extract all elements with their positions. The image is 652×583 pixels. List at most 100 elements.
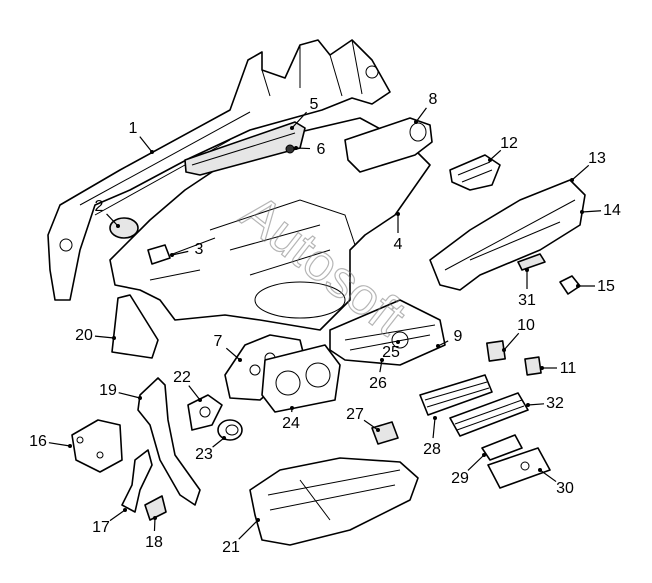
part-25-26-center-console (329, 299, 446, 366)
callout-7: 7 (214, 333, 242, 362)
callout-dot (396, 340, 400, 344)
callout-dot (570, 178, 574, 182)
callout-number: 13 (588, 150, 606, 167)
callout-dot (436, 344, 440, 348)
callout-dot (482, 453, 486, 457)
callout-number: 14 (603, 202, 621, 219)
callout-dot (580, 210, 584, 214)
callout-14: 14 (580, 202, 621, 219)
callout-number: 2 (95, 198, 104, 215)
callout-leader-line (48, 442, 71, 447)
callout-dot (540, 366, 544, 370)
callout-dot (238, 358, 242, 362)
callout-number: 31 (518, 292, 536, 309)
callout-18: 18 (145, 516, 163, 551)
callout-17: 17 (92, 508, 127, 536)
callout-leader-line (291, 111, 308, 129)
callout-number: 10 (517, 317, 535, 334)
callout-number: 29 (451, 470, 469, 487)
callout-leader-line (94, 335, 115, 339)
callout-dot (153, 516, 157, 520)
callout-number: 30 (556, 480, 574, 497)
callout-20: 20 (75, 327, 116, 344)
callout-number: 8 (429, 91, 438, 108)
part-17-bracket (121, 449, 153, 513)
callout-leader-line (295, 147, 311, 150)
callout-dot (123, 508, 127, 512)
callout-dot (380, 358, 384, 362)
callout-2: 2 (95, 198, 120, 228)
callout-leader-line (581, 210, 602, 213)
callout-leader-line (139, 136, 153, 153)
callout-dot (112, 336, 116, 340)
callout-dot (68, 444, 72, 448)
callout-leader-line (571, 164, 590, 181)
callout-22: 22 (173, 369, 202, 402)
callout-dot (376, 428, 380, 432)
callout-leader-line (527, 403, 545, 406)
callout-leader-line (467, 454, 485, 471)
callout-number: 4 (394, 236, 403, 253)
callout-leader-line (363, 419, 379, 431)
callout-dot (525, 268, 529, 272)
callout-leader-line (106, 213, 119, 227)
callout-dot (414, 120, 418, 124)
part-30-control-panel (487, 447, 551, 489)
part-32-vent (449, 392, 529, 437)
callout-number: 23 (195, 446, 213, 463)
callout-number: 26 (369, 375, 387, 392)
callout-dot (256, 518, 260, 522)
callout-number: 17 (92, 519, 110, 536)
callout-leader-line (489, 149, 502, 161)
callout-13: 13 (570, 150, 606, 182)
callout-24: 24 (282, 406, 300, 432)
callout-number: 3 (195, 241, 204, 258)
callout-number: 22 (173, 369, 191, 386)
callout-number: 16 (29, 433, 47, 450)
callout-dot (150, 150, 154, 154)
callout-number: 11 (560, 360, 577, 377)
callout-12: 12 (488, 135, 518, 162)
callout-leader-line (432, 417, 436, 439)
callout-6: 6 (294, 141, 326, 158)
part-12-vent (449, 154, 501, 191)
callout-19: 19 (99, 382, 142, 400)
part-23-knob (217, 419, 243, 441)
part-20-side-cover (111, 294, 159, 359)
callout-number: 20 (75, 327, 93, 344)
callout-leader-line (379, 359, 383, 373)
callout-leader-line (503, 332, 520, 351)
callout-number: 27 (346, 406, 364, 423)
callout-number: 1 (129, 120, 138, 137)
callout-dot (290, 406, 294, 410)
callout-11: 11 (540, 360, 576, 377)
part-21-glovebox (249, 457, 419, 546)
callout-dot (198, 398, 202, 402)
part-16-module (71, 419, 123, 473)
callout-number: 18 (145, 534, 163, 551)
callout-dot (433, 416, 437, 420)
part-8-top-cover (344, 117, 433, 173)
callout-number: 6 (317, 141, 326, 158)
part-18-plate (144, 495, 167, 521)
callout-dot (294, 146, 298, 150)
callout-dot (396, 212, 400, 216)
callout-30: 30 (538, 468, 574, 497)
callout-28: 28 (423, 416, 441, 458)
callout-leader-line (171, 250, 189, 256)
callout-26: 26 (369, 358, 387, 392)
callout-leader-line (212, 437, 225, 448)
part-19-bracket (137, 377, 201, 506)
part-2-left-vent (109, 217, 139, 239)
callout-dot (290, 126, 294, 130)
callout-number: 12 (500, 135, 518, 152)
callout-dot (488, 158, 492, 162)
part-29-switch-block (481, 434, 523, 461)
callout-number: 32 (546, 395, 564, 412)
callout-15: 15 (576, 278, 615, 295)
part-24-instrument-cluster (261, 344, 341, 413)
callout-leader-line (225, 347, 241, 361)
callout-1: 1 (129, 120, 154, 154)
